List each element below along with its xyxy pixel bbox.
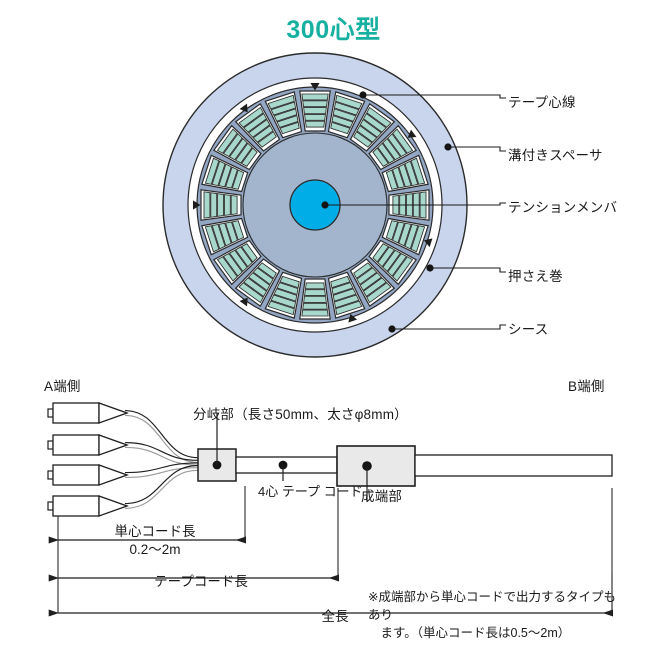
callout-label-binding-tape: 押さえ巻	[508, 269, 563, 284]
dim-label-single-core-length: 単心コード長	[114, 524, 196, 539]
cable-cross-section	[162, 52, 506, 358]
callout-label-sheath: シース	[508, 322, 549, 337]
dim-value-single-core-length: 0.2〜2m	[129, 542, 181, 557]
callout-label-grooved-spacer: 溝付きスペーサ	[508, 148, 603, 163]
callout-label-tension-member: テンションメンバ	[508, 200, 618, 215]
page-title: 300心型	[286, 16, 381, 44]
dim-label-total-length: 全長	[321, 609, 349, 624]
dim-label-tape-cord-length: テープコード長	[154, 574, 248, 589]
cord-assembly-diagram	[47, 402, 614, 617]
branch-label: 分岐部（長さ50mm、太さφ8mm）	[193, 407, 408, 422]
tape-cord-label: 4心 テープ コード	[258, 484, 363, 499]
callout-label-tape-core: テープ心線	[508, 95, 576, 110]
assembly-note: ※成端部から単心コードで出力するタイプもあり ます。（単心コード長は0.5〜2m…	[368, 590, 616, 641]
end-a-label: A端側	[44, 379, 81, 394]
end-b-label: B端側	[568, 379, 605, 394]
termination-label: 成端部	[361, 489, 403, 504]
